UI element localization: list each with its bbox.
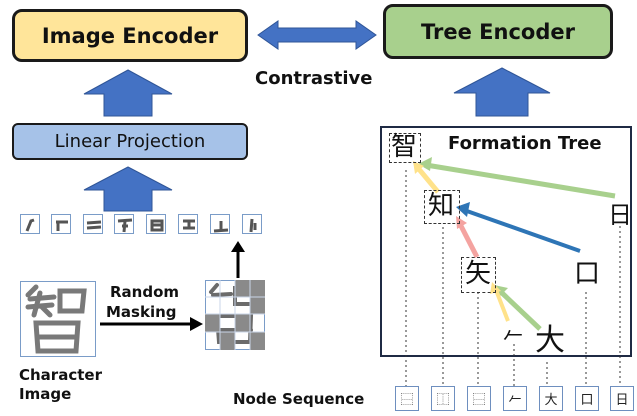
tree-node-left: 知 — [428, 191, 455, 221]
linear-projection-box: Linear Projection — [12, 123, 248, 160]
image-patch — [20, 214, 40, 234]
mid-left-node-box — [461, 257, 496, 293]
tree-node-root: 智 — [391, 132, 418, 162]
image-patch — [178, 214, 198, 234]
sequence-token: ⿰ — [431, 386, 455, 411]
image-patch — [51, 214, 71, 234]
right-arrow-icon — [100, 317, 203, 331]
image-patch — [114, 214, 134, 234]
random-masking-line2: Masking — [106, 303, 177, 321]
tree-encoder-label: Tree Encoder — [421, 19, 575, 44]
block-up-arrow-icon — [83, 69, 173, 117]
left-node-box — [424, 190, 460, 224]
character-image — [20, 281, 96, 357]
tree-edges — [405, 157, 621, 388]
image-encoder-box: Image Encoder — [12, 9, 248, 62]
character-image-line2: Image — [19, 385, 72, 403]
sequence-token: 口 — [575, 386, 599, 411]
block-up-arrow-icon — [83, 166, 173, 212]
root-node-box — [389, 133, 421, 163]
sequence-token: 𠂉 — [503, 386, 527, 411]
image-encoder-label: Image Encoder — [41, 23, 219, 48]
random-masking-line1: Random — [110, 283, 180, 301]
sequence-token: 日 — [610, 386, 634, 411]
block-up-arrow-icon — [453, 67, 551, 117]
up-arrow-icon — [231, 241, 245, 278]
linear-projection-label: Linear Projection — [54, 131, 206, 152]
sequence-token: ⿱ — [395, 386, 419, 411]
tree-node-mid-right: 口 — [574, 259, 601, 289]
image-patch — [210, 214, 230, 234]
image-patch — [242, 214, 262, 234]
tree-node-mid-left: 矢 — [465, 259, 492, 289]
image-patch — [146, 214, 166, 234]
tree-encoder-box: Tree Encoder — [383, 4, 613, 59]
formation-tree-title: Formation Tree — [448, 133, 602, 154]
sequence-token: ⿱ — [467, 386, 491, 411]
contrastive-label: Contrastive — [255, 68, 373, 89]
character-image-line1: Character — [19, 366, 102, 384]
double-headed-arrow-icon — [257, 20, 377, 50]
masked-image — [205, 280, 265, 350]
tree-node-right: 日 — [608, 201, 632, 229]
tree-node-leaf-left: 𠂉 — [503, 324, 523, 348]
sequence-token: 大 — [539, 386, 563, 411]
tree-node-leaf-right: 大 — [535, 323, 565, 358]
node-sequence-label: Node Sequence — [233, 390, 365, 408]
image-patch — [83, 214, 103, 234]
